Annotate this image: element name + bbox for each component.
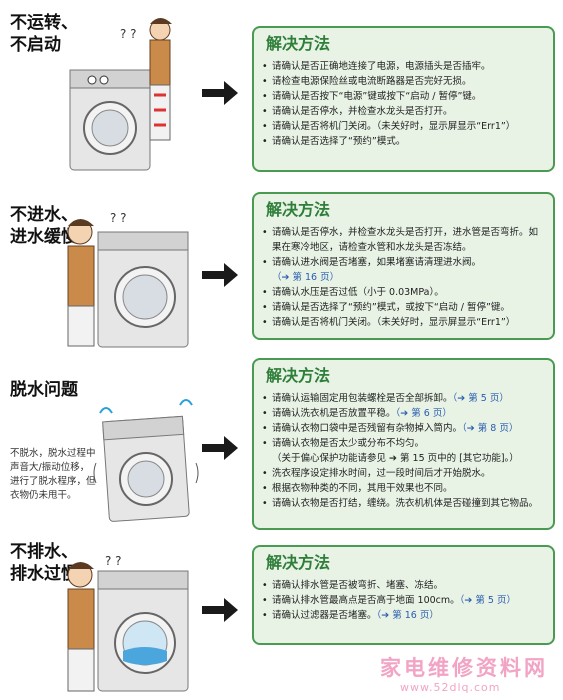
washing-machine-illustration (93, 399, 199, 522)
item-text: 请确认洗衣机是否放置平稳。 (272, 408, 396, 419)
list-item: 请确认水压是否过低（小于 0.03MPa）。 (262, 285, 547, 300)
watermark-text: 家电维修资料网 (380, 655, 548, 680)
solution-panel: 解决方法 请确认是否停水，并检查水龙头是否打开，进水管是否弯折。如果在寒冷地区，… (252, 192, 555, 340)
solution-panel: 解决方法 请确认排水管是否被弯折、堵塞、冻结。 请确认排水管最高点是否高于地面 … (252, 545, 555, 645)
solution-panel: 解决方法 请确认是否正确地连接了电源，电源插头是否插牢。 请检查电源保险丝或电流… (252, 26, 555, 172)
section-no-water-in: 不进水、 进水缓慢 ? ? 解决方法 请确认是否停水，并检查水龙头是否打开，进水… (0, 190, 563, 360)
list-item: 请确认是否选择了“预约”模式。 (262, 134, 547, 149)
panel-title: 解决方法 (266, 200, 331, 219)
panel-title: 解决方法 (266, 553, 331, 572)
list-item: 请确认是否正确地连接了电源，电源插头是否插牢。 (262, 59, 547, 74)
section-no-drain: 不排水、 排水过慢 ? ? 解决方法 请确认排水管是否被弯折、堵塞、冻结。 请确… (0, 535, 563, 700)
list-item: 请检查电源保险丝或电流断路器是否完好无损。 (262, 74, 547, 89)
list-item: 请确认排水管最高点是否高于地面 100cm。（➔ 第 5 页） (262, 593, 547, 608)
section-spin-problem: 脱水问题 不脱水，脱水过程中声音大/振动位移，进行了脱水程序，但衣物仍未甩干。 … (0, 355, 563, 530)
washing-machine-illustration: ? ? (67, 554, 189, 692)
list-item: 洗衣程序设定排水时间，过一段时间后才开始脱水。 (262, 466, 547, 481)
problem-title: 不进水、 进水缓慢 (10, 205, 78, 247)
list-item: 请确认是否将机门关闭。（未关好时，显示屏显示“Err1”） (262, 315, 547, 330)
page-reference-link[interactable]: （➔ 第 8 页） (462, 423, 519, 434)
list-item: 请确认是否将机门关闭。（未关好时，显示屏显示“Err1”） (262, 119, 547, 134)
arrow-right-icon (202, 598, 238, 622)
list-item: 请确认洗衣机是否放置平稳。（➔ 第 6 页） (262, 406, 547, 421)
page-reference-link[interactable]: （➔ 第 6 页） (395, 408, 452, 419)
list-item: 请确认是否按下“电源”键或按下“启动 / 暂停”键。 (262, 89, 547, 104)
solution-list: 请确认运输固定用包装螺栓是否全部拆卸。（➔ 第 5 页） 请确认洗衣机是否放置平… (254, 391, 553, 511)
page-reference-link[interactable]: （➔ 第 5 页） (452, 393, 509, 404)
svg-text:? ?: ? ? (110, 211, 127, 225)
watermark-url: www.52dlq.com (400, 681, 501, 694)
problem-title: 不运转、 不启动 (10, 13, 78, 55)
list-item: 请确认衣物是否太少或分布不均匀。 (262, 436, 547, 451)
solution-list: 请确认是否正确地连接了电源，电源插头是否插牢。 请检查电源保险丝或电流断路器是否… (254, 59, 553, 149)
svg-text:? ?: ? ? (105, 554, 122, 568)
arrow-right-icon (202, 263, 238, 287)
problem-title: 脱水问题 (10, 380, 78, 400)
svg-text:? ?: ? ? (120, 27, 137, 41)
list-item: 请确认衣物是否打结，缠绕。洗衣机机体是否碰撞到其它物品。 (262, 496, 547, 511)
list-item: 请确认运输固定用包装螺栓是否全部拆卸。（➔ 第 5 页） (262, 391, 547, 406)
solution-list: 请确认排水管是否被弯折、堵塞、冻结。 请确认排水管最高点是否高于地面 100cm… (254, 578, 553, 623)
solution-panel: 解决方法 请确认运输固定用包装螺栓是否全部拆卸。（➔ 第 5 页） 请确认洗衣机… (252, 358, 555, 530)
panel-title: 解决方法 (266, 34, 331, 53)
panel-title: 解决方法 (266, 366, 331, 385)
item-text: 请确认过滤器是否堵塞。 (272, 610, 377, 621)
item-text: 请确认衣物口袋中是否残留有杂物掉入筒内。 (272, 423, 463, 434)
list-item: 根据衣物种类的不同，其甩干效果也不同。 (262, 481, 547, 496)
list-item-sub: （关于偏心保护功能请参见 ➔ 第 15 页中的 [其它功能]。） (272, 453, 519, 464)
arrow-right-icon (202, 81, 238, 105)
item-text: 请确认进水阀是否堵塞，如果堵塞请清理进水阀。 (272, 257, 482, 268)
list-item: 请确认过滤器是否堵塞。（➔ 第 16 页） (262, 608, 547, 623)
list-item: 请确认是否选择了“预约”模式，或按下“启动 / 暂停”键。 (262, 300, 547, 315)
solution-list: 请确认是否停水，并检查水龙头是否打开，进水管是否弯折。如果在寒冷地区，请检查水管… (254, 225, 553, 330)
list-item: 请确认排水管是否被弯折、堵塞、冻结。 (262, 578, 547, 593)
problem-title: 不排水、 排水过慢 (10, 542, 78, 584)
list-item: 请确认是否停水，并检查水龙头是否打开。 (262, 104, 547, 119)
item-text: 请确认运输固定用包装螺栓是否全部拆卸。 (272, 393, 453, 404)
washing-machine-illustration: ? ? (69, 18, 172, 171)
page-reference-link[interactable]: （➔ 第 5 页） (459, 595, 516, 606)
page-reference-link[interactable]: （➔ 第 16 页） (272, 272, 340, 283)
section-no-start: 不运转、 不启动 ? ? 解决方法 请确认是否正确地连接了电源，电源插头是否插牢… (0, 0, 563, 180)
arrow-right-icon (202, 436, 238, 460)
washing-machine-illustration: ? ? (67, 211, 189, 348)
page-reference-link[interactable]: （➔ 第 16 页） (376, 610, 439, 621)
problem-note: 不脱水，脱水过程中声音大/振动位移，进行了脱水程序，但衣物仍未甩干。 (10, 448, 96, 501)
list-item: 请确认进水阀是否堵塞，如果堵塞请清理进水阀。 （➔ 第 16 页） (262, 255, 547, 285)
list-item: 请确认衣物口袋中是否残留有杂物掉入筒内。（➔ 第 8 页） (262, 421, 547, 436)
list-item: 请确认是否停水，并检查水龙头是否打开，进水管是否弯折。如果在寒冷地区，请检查水管… (262, 225, 547, 255)
item-text: 请确认排水管最高点是否高于地面 100cm。 (272, 595, 460, 606)
